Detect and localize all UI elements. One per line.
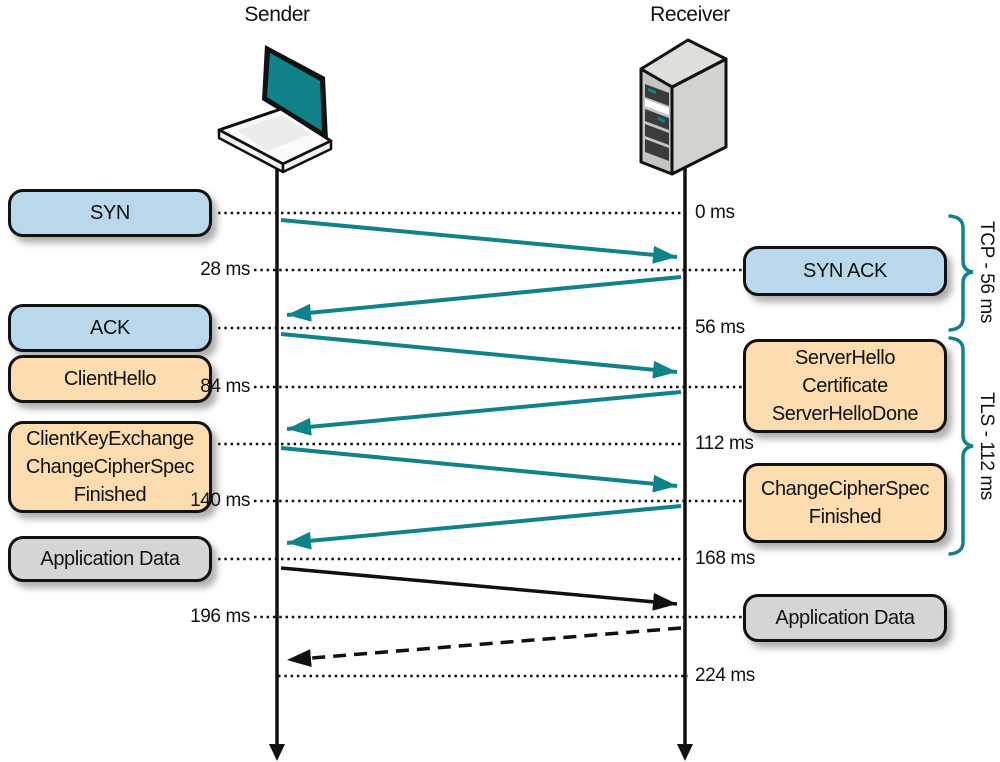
- arrow-synack: [286, 275, 682, 322]
- tls-brace: [948, 336, 974, 556]
- server-icon: [639, 38, 728, 176]
- message-box-application-data-right: Application Data: [743, 594, 947, 642]
- time-label-224ms: 224 ms: [695, 665, 755, 686]
- message-box-label: SYN ACK: [803, 260, 887, 282]
- message-box-label: ACK: [90, 317, 130, 339]
- tcp-brace: [948, 214, 974, 332]
- time-label-140ms: 140 ms: [190, 490, 250, 511]
- message-box-label: ServerHello: [794, 347, 896, 369]
- message-box-label: ChangeCipherSpec: [25, 456, 195, 478]
- message-box-label: ClientHello: [63, 368, 157, 390]
- message-box-label: ChangeCipherSpec: [760, 478, 930, 500]
- arrow-serverhello: [286, 390, 682, 436]
- time-label-196ms: 196 ms: [190, 606, 250, 627]
- time-label-112ms: 112 ms: [695, 433, 754, 454]
- phase-braces: [948, 214, 974, 556]
- arrow-syn: [280, 218, 678, 264]
- arrow-application-data-response: [286, 626, 682, 668]
- message-box-application-data-left: Application Data: [8, 536, 212, 582]
- receiver-lifeline: [677, 150, 693, 761]
- arrow-application-data-request: [280, 566, 678, 611]
- time-gridlines: [218, 211, 745, 678]
- message-box-changecipherspec: ChangeCipherSpec Finished: [743, 463, 947, 543]
- message-box-label: Finished: [73, 484, 147, 506]
- message-box-label: Application Data: [40, 548, 180, 570]
- message-box-syn: SYN: [8, 189, 212, 237]
- time-label-84ms: 84 ms: [200, 376, 250, 397]
- laptop-icon: [217, 45, 333, 174]
- message-box-label: Application Data: [775, 607, 915, 629]
- message-box-synack: SYN ACK: [743, 246, 947, 296]
- sender-lifeline: [269, 140, 285, 761]
- arrow-changecipherspec: [286, 504, 682, 550]
- sender-title: Sender: [244, 3, 310, 26]
- message-box-label: Certificate: [802, 375, 888, 397]
- message-box-label: ClientKeyExchange: [26, 428, 194, 450]
- message-box-label: Finished: [808, 506, 882, 528]
- tls-phase-label: TLS - 112 ms: [976, 392, 997, 500]
- arrow-ack-clienthello: [280, 332, 678, 379]
- message-box-clientkeyexchange: ClientKeyExchange ChangeCipherSpec Finis…: [8, 421, 212, 513]
- message-box-serverhello: ServerHello Certificate ServerHelloDone: [743, 339, 947, 433]
- receiver-title: Receiver: [650, 3, 730, 26]
- message-box-label: ServerHelloDone: [771, 403, 919, 425]
- tcp-phase-label: TCP - 56 ms: [976, 221, 997, 323]
- arrow-clientkeyexchange: [280, 446, 678, 493]
- time-label-28ms: 28 ms: [200, 259, 250, 280]
- message-box-clienthello: ClientHello: [8, 355, 212, 403]
- message-box-label: SYN: [90, 202, 130, 224]
- time-label-0ms: 0 ms: [695, 202, 735, 223]
- message-arrows: [280, 218, 682, 668]
- time-label-168ms: 168 ms: [695, 548, 755, 569]
- message-box-ack: ACK: [8, 304, 212, 352]
- time-label-56ms: 56 ms: [695, 317, 745, 338]
